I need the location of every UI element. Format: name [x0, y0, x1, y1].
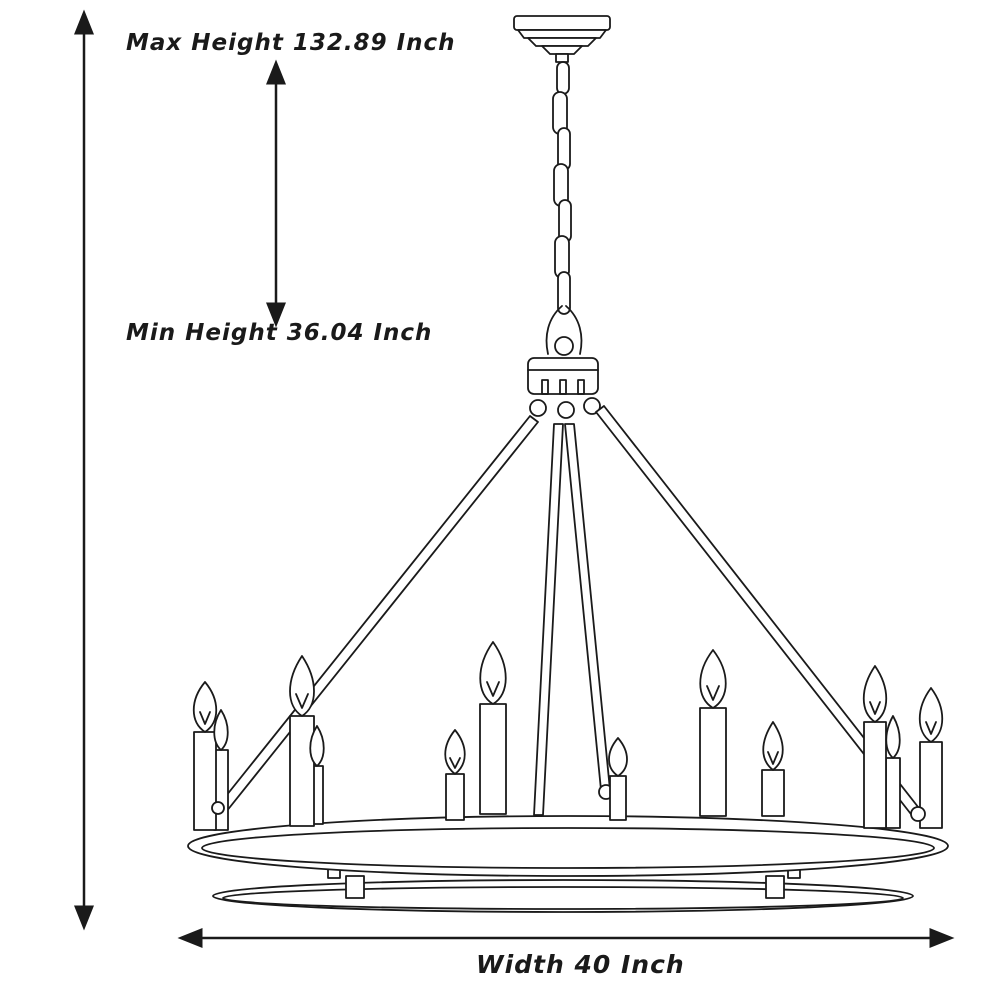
rod-hooks: [211, 801, 926, 822]
candle-ring: [187, 815, 949, 877]
chain: [545, 61, 583, 356]
bulbs: [192, 641, 944, 777]
max-height-label: Max Height 132.89 Inch: [126, 30, 456, 56]
width-label: Width 40 Inch: [476, 950, 685, 979]
lower-ring: [212, 875, 914, 913]
center-hub: [527, 357, 601, 419]
front-candles: [193, 703, 943, 831]
ceiling-canopy: [513, 15, 611, 63]
